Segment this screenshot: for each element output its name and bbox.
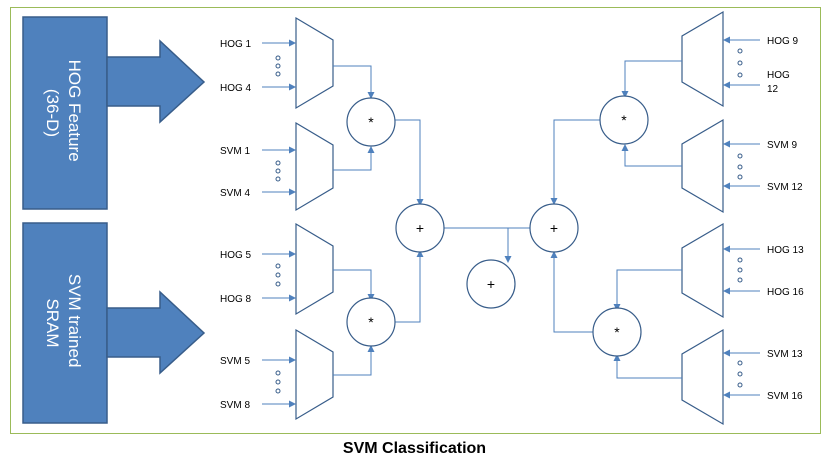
add-symbol: +	[550, 220, 558, 236]
right-connections	[508, 60, 682, 379]
mux-input-label: SVM 9	[767, 140, 797, 151]
mux-hog-5-8: HOG 5 HOG 8	[220, 222, 334, 316]
diagram-caption: SVM Classification	[342, 440, 487, 457]
hog-feature-block: HOG Feature (36-D)	[22, 16, 108, 210]
mux-input-label: SVM 16	[767, 391, 803, 402]
multiply-symbol: *	[368, 114, 374, 130]
mux-input-label: SVM 13	[767, 349, 803, 360]
svm-sram-block: SVM trained SRAM	[22, 222, 108, 424]
multiplier-node: *	[346, 297, 396, 347]
mux-input-label: SVM 4	[220, 188, 250, 199]
add-symbol: +	[416, 220, 424, 236]
mux-hog-13-16: HOG 13 HOG 16	[681, 222, 804, 319]
mux-svm-13-16: SVM 13 SVM 16	[681, 328, 803, 426]
mux-input-label: HOG 13	[767, 245, 804, 256]
adder-node: +	[466, 259, 516, 309]
svm-sram-line-2: SRAM	[43, 298, 62, 347]
mux-svm-5-8: SVM 5 SVM 8	[220, 328, 334, 421]
hog-feature-line-1: HOG Feature	[65, 60, 84, 162]
mux-hog-1-4: HOG 1 HOG 4	[220, 16, 334, 110]
mux-input-label: SVM 5	[220, 356, 250, 367]
multiplier-node: *	[592, 307, 642, 357]
adder-node: +	[529, 203, 579, 253]
mux-input-label: HOG 4	[220, 83, 252, 94]
hog-feature-line-2: (36-D)	[43, 89, 62, 137]
mux-hog-9-12: HOG 9 HOG 12	[681, 10, 799, 108]
multiply-symbol: *	[614, 324, 620, 340]
mux-input-label: SVM 1	[220, 146, 250, 157]
svg-text:SVM trained SRAM: SVM trained SRAM	[43, 274, 84, 372]
mux-input-label: SVM 12	[767, 182, 803, 193]
mux-svm-1-4: SVM 1 SVM 4	[220, 121, 334, 212]
svm-sram-line-1: SVM trained	[65, 274, 84, 368]
mux-input-label: HOG 1	[220, 39, 252, 50]
svg-text:HOG Feature (36-D): HOG Feature (36-D)	[43, 60, 84, 167]
add-symbol: +	[487, 276, 495, 292]
mux-input-label: HOG 8	[220, 294, 252, 305]
mux-input-label: 12	[767, 84, 779, 95]
mux-input-label: HOG	[767, 70, 790, 81]
mux-input-label: SVM 8	[220, 400, 250, 411]
multiply-symbol: *	[621, 112, 627, 128]
multiplier-node: *	[599, 95, 649, 145]
mux-input-label: HOG 16	[767, 287, 804, 298]
hog-feature-arrow	[106, 39, 206, 124]
mux-input-label: HOG 5	[220, 250, 252, 261]
multiply-symbol: *	[368, 314, 374, 330]
svm-sram-arrow	[106, 290, 206, 375]
adder-node: +	[395, 203, 445, 253]
multiplier-node: *	[346, 97, 396, 147]
mux-svm-9-12: SVM 9 SVM 12	[681, 118, 803, 214]
mux-input-label: HOG 9	[767, 36, 799, 47]
